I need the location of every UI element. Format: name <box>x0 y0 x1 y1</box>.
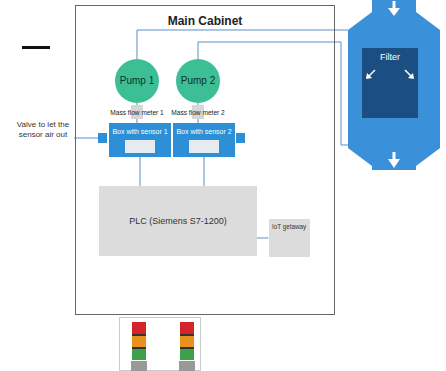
filter-housing <box>348 0 440 170</box>
pipe-connector <box>137 30 348 59</box>
node-label: Box with sensor 1 <box>109 123 171 136</box>
node-label: Mass flow meter 1 <box>108 105 166 117</box>
node-label: Pump 1 <box>120 75 154 87</box>
light-separator <box>180 347 194 349</box>
gateway-box: IoT getaway <box>269 219 310 257</box>
light-base <box>131 361 147 371</box>
cabinet-box: Main CabinetPump 1 Pump 2 Mass flow meter … <box>75 5 335 315</box>
note-label: Valve to let the sensor air out <box>15 120 71 140</box>
node-label: Box with sensor 2 <box>173 123 235 136</box>
filter-box: Filter <box>348 0 440 170</box>
node-label: Mass flow meter 2 <box>169 105 227 117</box>
housing-shape <box>348 0 440 170</box>
pump-circle: Pump 2 <box>176 59 220 103</box>
pump-circle: Pump 1 <box>115 59 159 103</box>
light-separator <box>180 334 194 336</box>
sensor-box: Box with sensor 1 <box>109 123 171 157</box>
light-separator <box>132 334 146 336</box>
pipe-connector <box>257 238 269 239</box>
node-label: Main Cabinet <box>76 14 334 28</box>
dark-bar <box>22 46 50 49</box>
sensor-rect <box>125 140 155 153</box>
flow-meter: Mass flow meter 2 <box>169 105 227 119</box>
valve-square <box>98 133 107 143</box>
red-light <box>180 322 194 334</box>
red-light <box>132 322 146 334</box>
node-label: IoT getaway <box>269 219 310 231</box>
air-arrow <box>405 70 411 76</box>
orange-light <box>180 336 194 347</box>
pipe-connector <box>204 157 205 186</box>
green-light <box>180 349 194 360</box>
orange-light <box>132 336 146 347</box>
flow-arrow <box>388 8 400 16</box>
node-label: Pump 2 <box>181 75 215 87</box>
green-light <box>132 349 146 360</box>
filter-element <box>362 48 418 118</box>
node-label: PLC (Siemens S7-1200) <box>129 216 227 227</box>
sensor-rect <box>189 140 219 153</box>
flow-arrow <box>393 1 396 9</box>
flow-arrow <box>393 152 396 160</box>
leader-line <box>74 138 98 139</box>
flow-meter: Mass flow meter 1 <box>108 105 166 119</box>
valve-square <box>236 133 245 143</box>
air-arrow <box>408 73 414 79</box>
flow-arrow <box>388 159 400 168</box>
plc-box: PLC (Siemens S7-1200) <box>99 186 257 256</box>
air-arrow <box>369 70 375 76</box>
node-label: Filter <box>362 52 418 63</box>
pipe-connector <box>140 157 141 186</box>
sensor-box: Box with sensor 2 <box>173 123 235 157</box>
air-arrow <box>366 73 372 79</box>
stack-lights <box>120 318 201 371</box>
light-base <box>179 361 195 371</box>
lights-frame <box>120 318 201 371</box>
light-separator <box>132 347 146 349</box>
